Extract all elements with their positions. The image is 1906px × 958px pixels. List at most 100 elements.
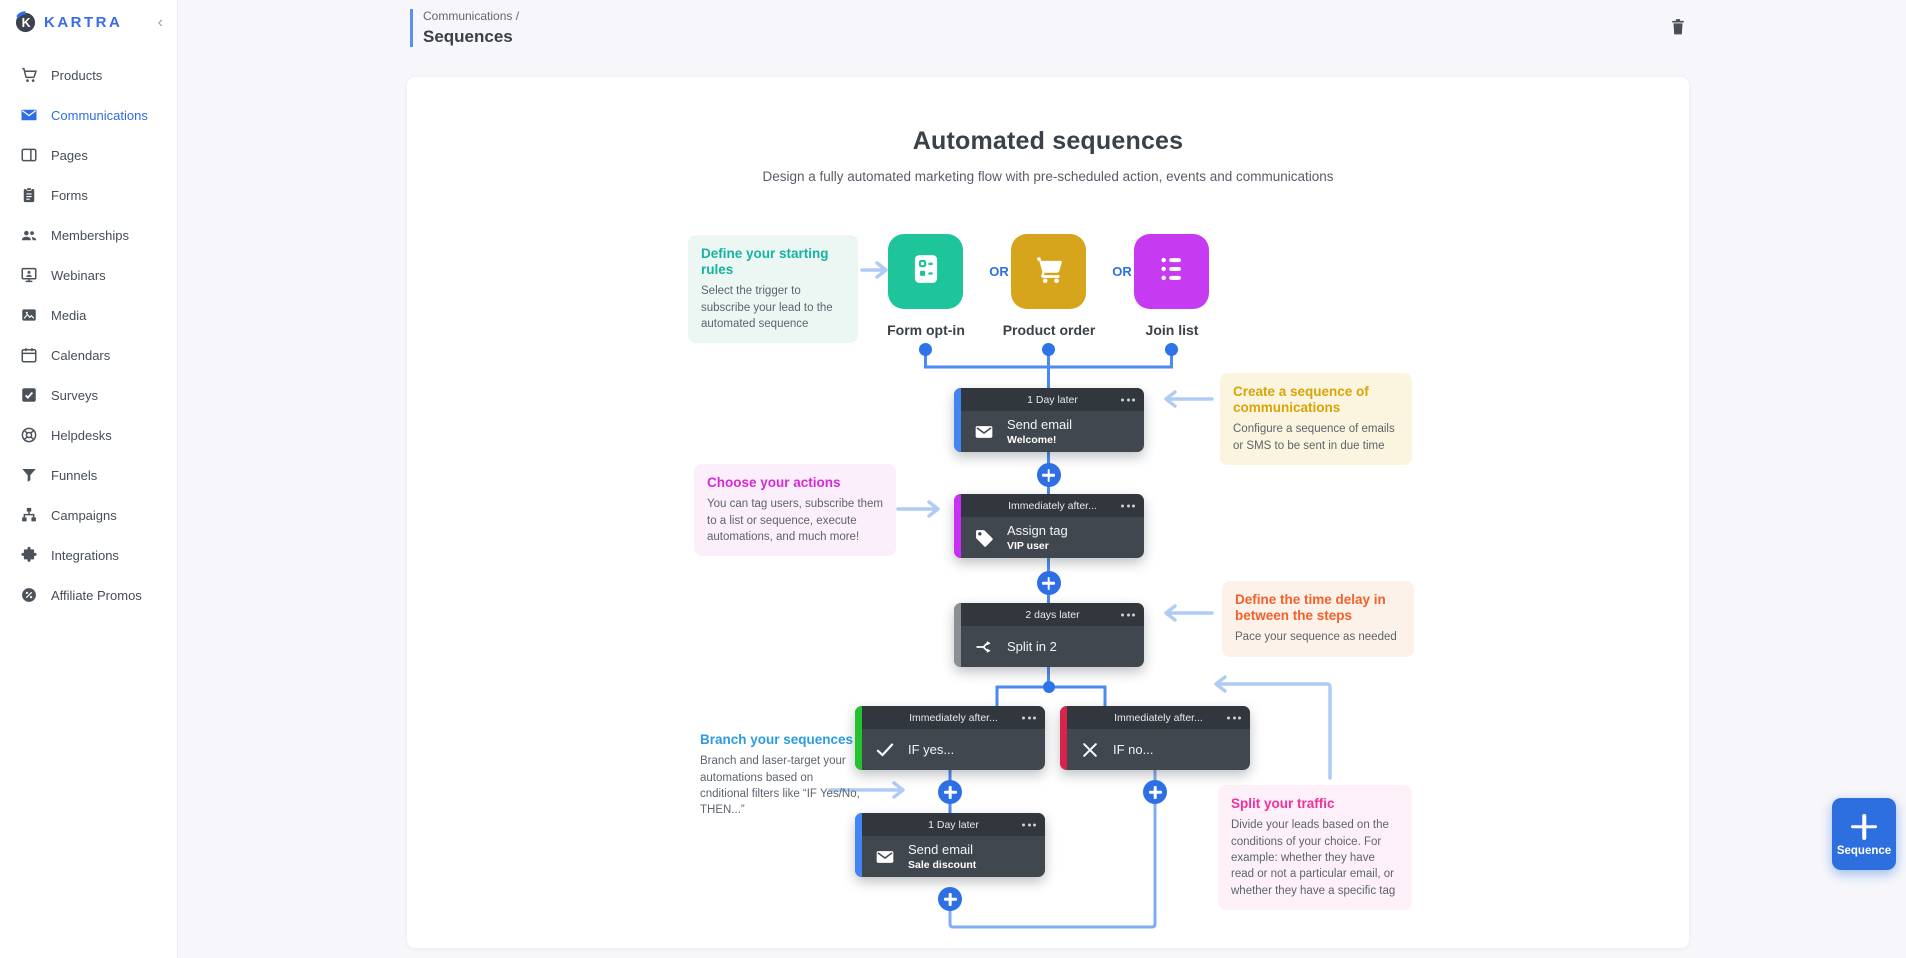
sidebar-item-media[interactable]: Media — [0, 295, 177, 335]
callout-define-starting-rules: Define your starting rules Select the tr… — [688, 235, 858, 344]
node-menu-icon[interactable] — [1022, 716, 1036, 719]
sidebar-item-pages[interactable]: Pages — [0, 135, 177, 175]
node-action-label: IF no... — [1113, 742, 1154, 757]
trigger-card-join-list[interactable] — [1134, 234, 1209, 309]
callout-title: Create a sequence of communications — [1233, 384, 1369, 416]
pages-icon — [20, 146, 38, 164]
node-timing-label: Immediately after... — [1114, 711, 1203, 724]
sidebar-item-products[interactable]: Products — [0, 55, 177, 95]
node-menu-icon[interactable] — [1121, 613, 1135, 616]
check-icon — [875, 740, 895, 760]
cart-icon — [1029, 249, 1069, 294]
sidebar-item-label: Webinars — [51, 267, 106, 283]
sidebar-item-label: Communications — [51, 107, 148, 123]
node-header: Immediately after... — [961, 494, 1144, 517]
sidebar-item-funnels[interactable]: Funnels — [0, 455, 177, 495]
brand-wordmark[interactable]: KARTRA — [44, 14, 123, 31]
logo-row: K KARTRA ‹ — [0, 0, 177, 34]
flow-node-if-yes[interactable]: Immediately after...IF yes... — [855, 706, 1045, 770]
connector-dot — [1165, 342, 1178, 356]
add-step-button[interactable] — [1036, 463, 1061, 487]
page-subtitle: Design a fully automated marketing flow … — [762, 169, 1334, 184]
node-color-stripe — [954, 603, 961, 667]
node-header: Immediately after... — [862, 706, 1045, 729]
sidebar-item-label: Integrations — [51, 547, 119, 563]
callout-body: Configure a sequence of emails or SMS to… — [1233, 423, 1395, 452]
callout-title: Choose your actions — [707, 475, 841, 490]
trigger-card-form-opt-in[interactable] — [888, 234, 963, 309]
callout-body: Divide your leads based on the condition… — [1231, 819, 1396, 897]
add-step-button[interactable] — [938, 780, 962, 804]
node-body: Split in 2 — [961, 626, 1144, 667]
sidebar-item-label: Products — [51, 67, 103, 83]
sidebar-item-integrations[interactable]: Integrations — [0, 535, 177, 575]
callout-title: Split your traffic — [1231, 796, 1335, 811]
add-sequence-button[interactable]: Sequence — [1832, 798, 1896, 870]
node-color-stripe — [855, 706, 862, 770]
node-timing-label: 1 Day later — [1027, 393, 1078, 406]
node-menu-icon[interactable] — [1022, 823, 1036, 826]
trigger-label: Form opt-in — [887, 322, 965, 338]
node-menu-icon[interactable] — [1227, 716, 1241, 719]
puzzle-icon — [20, 546, 38, 564]
callout-split-traffic: Split your traffic Divide your leads bas… — [1218, 785, 1412, 910]
node-action-label: Send email — [1007, 417, 1073, 432]
survey-icon — [20, 386, 38, 404]
or-label: OR — [1112, 264, 1132, 279]
add-step-button[interactable] — [938, 887, 962, 911]
sidebar-item-calendars[interactable]: Calendars — [0, 335, 177, 375]
connector-dot — [919, 342, 932, 356]
svg-text:K: K — [22, 16, 31, 30]
add-step-button[interactable] — [1143, 780, 1167, 804]
node-timing-label: 1 Day later — [928, 818, 979, 831]
node-timing-label: Immediately after... — [909, 711, 998, 724]
node-detail-label: Sale discount — [908, 859, 977, 871]
page-heading: Sequences — [423, 27, 513, 46]
sidebar-item-label: Forms — [51, 187, 88, 203]
sidebar-item-helpdesks[interactable]: Helpdesks — [0, 415, 177, 455]
node-color-stripe — [954, 388, 961, 452]
flow-node-if-no[interactable]: Immediately after... IF no... — [1060, 706, 1250, 770]
trigger-card-product-order[interactable] — [1011, 234, 1086, 309]
callout-create-sequence: Create a sequence of communications Conf… — [1220, 373, 1412, 466]
node-header: 2 days later — [961, 603, 1144, 626]
envelope-icon — [20, 106, 38, 124]
node-color-stripe — [1060, 706, 1067, 770]
sidebar-item-label: Memberships — [51, 227, 130, 243]
plus-icon — [1849, 812, 1879, 842]
callout-time-delay: Define the time delay in between the ste… — [1222, 581, 1414, 657]
sidebar-item-label: Pages — [51, 147, 88, 163]
trash-button[interactable] — [1668, 17, 1688, 39]
funnel-icon — [20, 466, 38, 484]
sidebar-item-memberships[interactable]: Memberships — [0, 215, 177, 255]
sidebar-item-label: Funnels — [51, 467, 98, 483]
breadcrumb-parent[interactable]: Communications / — [423, 9, 520, 23]
callout-choose-actions: Choose your actions You can tag users, s… — [694, 464, 896, 557]
callout-body: Pace your sequence as needed — [1235, 631, 1397, 644]
sidebar-item-forms[interactable]: Forms — [0, 175, 177, 215]
kartra-logo-icon[interactable]: K — [14, 11, 37, 34]
sidebar-item-campaigns[interactable]: Campaigns — [0, 495, 177, 535]
node-detail-label: Welcome! — [1007, 434, 1057, 446]
trigger-label: Product order — [1002, 322, 1096, 338]
sidebar-item-label: Helpdesks — [51, 427, 112, 443]
node-menu-icon[interactable] — [1121, 398, 1135, 401]
node-menu-icon[interactable] — [1121, 504, 1135, 507]
sidebar-item-communications[interactable]: Communications — [0, 95, 177, 135]
node-action-label: Split in 2 — [1007, 639, 1057, 654]
sidebar-item-affiliate-promos[interactable]: Affiliate Promos — [0, 575, 177, 615]
sitemap-icon — [20, 506, 38, 524]
sidebar-item-surveys[interactable]: Surveys — [0, 375, 177, 415]
sidebar-collapse-icon[interactable]: ‹ — [157, 13, 163, 31]
percent-icon — [20, 586, 38, 604]
node-color-stripe — [954, 494, 961, 558]
sidebar-item-webinars[interactable]: Webinars — [0, 255, 177, 295]
add-step-button[interactable] — [1036, 571, 1061, 595]
